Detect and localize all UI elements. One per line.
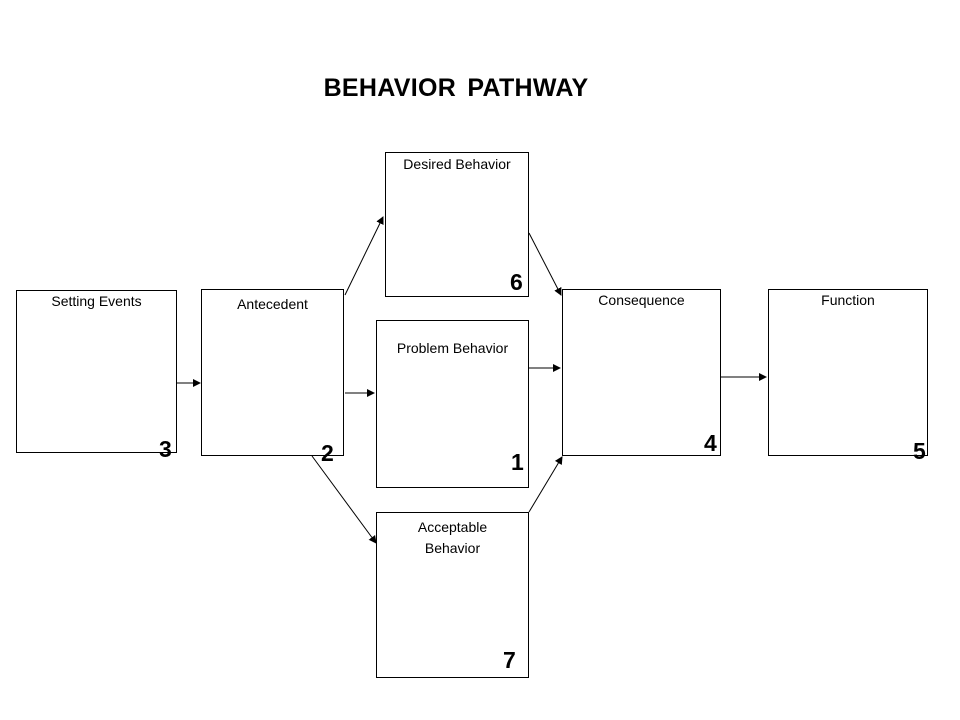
acceptable-behavior-label-line1: Acceptable	[417, 519, 488, 535]
arrow-desired-to-consequence	[528, 232, 562, 296]
consequence-number: 4	[704, 430, 717, 456]
setting-events-label: Setting Events	[51, 293, 142, 309]
consequence-label: Consequence	[598, 292, 685, 308]
problem-behavior-box: Problem Behavior 1	[376, 320, 529, 488]
arrow-antecedent-to-desired	[344, 216, 384, 296]
desired-behavior-label: Desired Behavior	[403, 156, 511, 172]
function-box: Function 5	[768, 289, 928, 464]
consequence-box: Consequence 4	[562, 289, 721, 456]
acceptable-behavior-box: Acceptable Behavior 7	[376, 512, 529, 678]
setting-events-number: 3	[159, 436, 172, 462]
function-number: 5	[913, 438, 926, 464]
arrow-acceptable-to-consequence	[528, 456, 563, 513]
acceptable-behavior-number: 7	[503, 647, 516, 673]
antecedent-label: Antecedent	[237, 296, 308, 312]
problem-behavior-label: Problem Behavior	[396, 340, 509, 356]
function-label: Function	[821, 292, 875, 308]
desired-behavior-box: Desired Behavior 6	[385, 152, 529, 297]
acceptable-behavior-label-line2: Behavior	[424, 540, 481, 556]
setting-events-box: Setting Events 3	[16, 290, 177, 462]
problem-behavior-number: 1	[511, 449, 524, 475]
arrow-antecedent-to-acceptable	[311, 455, 377, 544]
antecedent-box: Antecedent 2	[201, 289, 344, 466]
desired-behavior-number: 6	[510, 269, 523, 295]
antecedent-number: 2	[321, 440, 334, 466]
diagram-title: BEHAVIOR PATHWAY	[323, 74, 589, 102]
